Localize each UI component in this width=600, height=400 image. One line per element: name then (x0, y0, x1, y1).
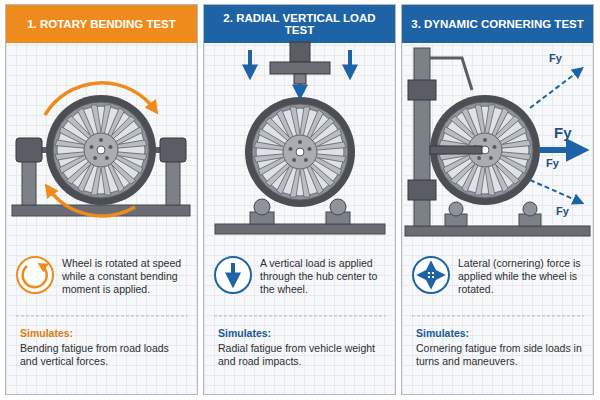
panel-header: 2. RADIAL VERTICAL LOAD TEST (204, 5, 395, 43)
description-text: Wheel is rotated at speed while a consta… (62, 257, 190, 296)
force-label: Fy (556, 205, 569, 217)
simulates-label: Simulates: (218, 327, 271, 339)
panel-header: 3. DYNAMIC CORNERING TEST (402, 5, 593, 43)
force-label: Fy (546, 157, 559, 169)
simulates-text: Cornering fatigue from side loads in tur… (416, 342, 584, 368)
simulates-label: Simulates: (20, 327, 73, 339)
simulates-text: Radial fatigue from vehicle weight and r… (218, 342, 386, 368)
test-panel: 1. ROTARY BENDING TEST Wheel is rotated a… (5, 4, 198, 395)
force-label: Fy (554, 124, 572, 141)
description-text: A vertical load is applied through the h… (260, 257, 388, 296)
test-panel: 3. DYNAMIC CORNERING TEST Lateral (corner… (401, 4, 594, 395)
simulates-text: Bending fatigue from road loads and vert… (20, 342, 188, 368)
description-text: Lateral (cornering) force is applied whi… (458, 257, 586, 296)
force-label: Fy (549, 52, 562, 64)
test-panel: 2. RADIAL VERTICAL LOAD TEST A vertical l… (203, 4, 396, 395)
panel-header: 1. ROTARY BENDING TEST (6, 5, 197, 43)
simulates-label: Simulates: (416, 327, 469, 339)
